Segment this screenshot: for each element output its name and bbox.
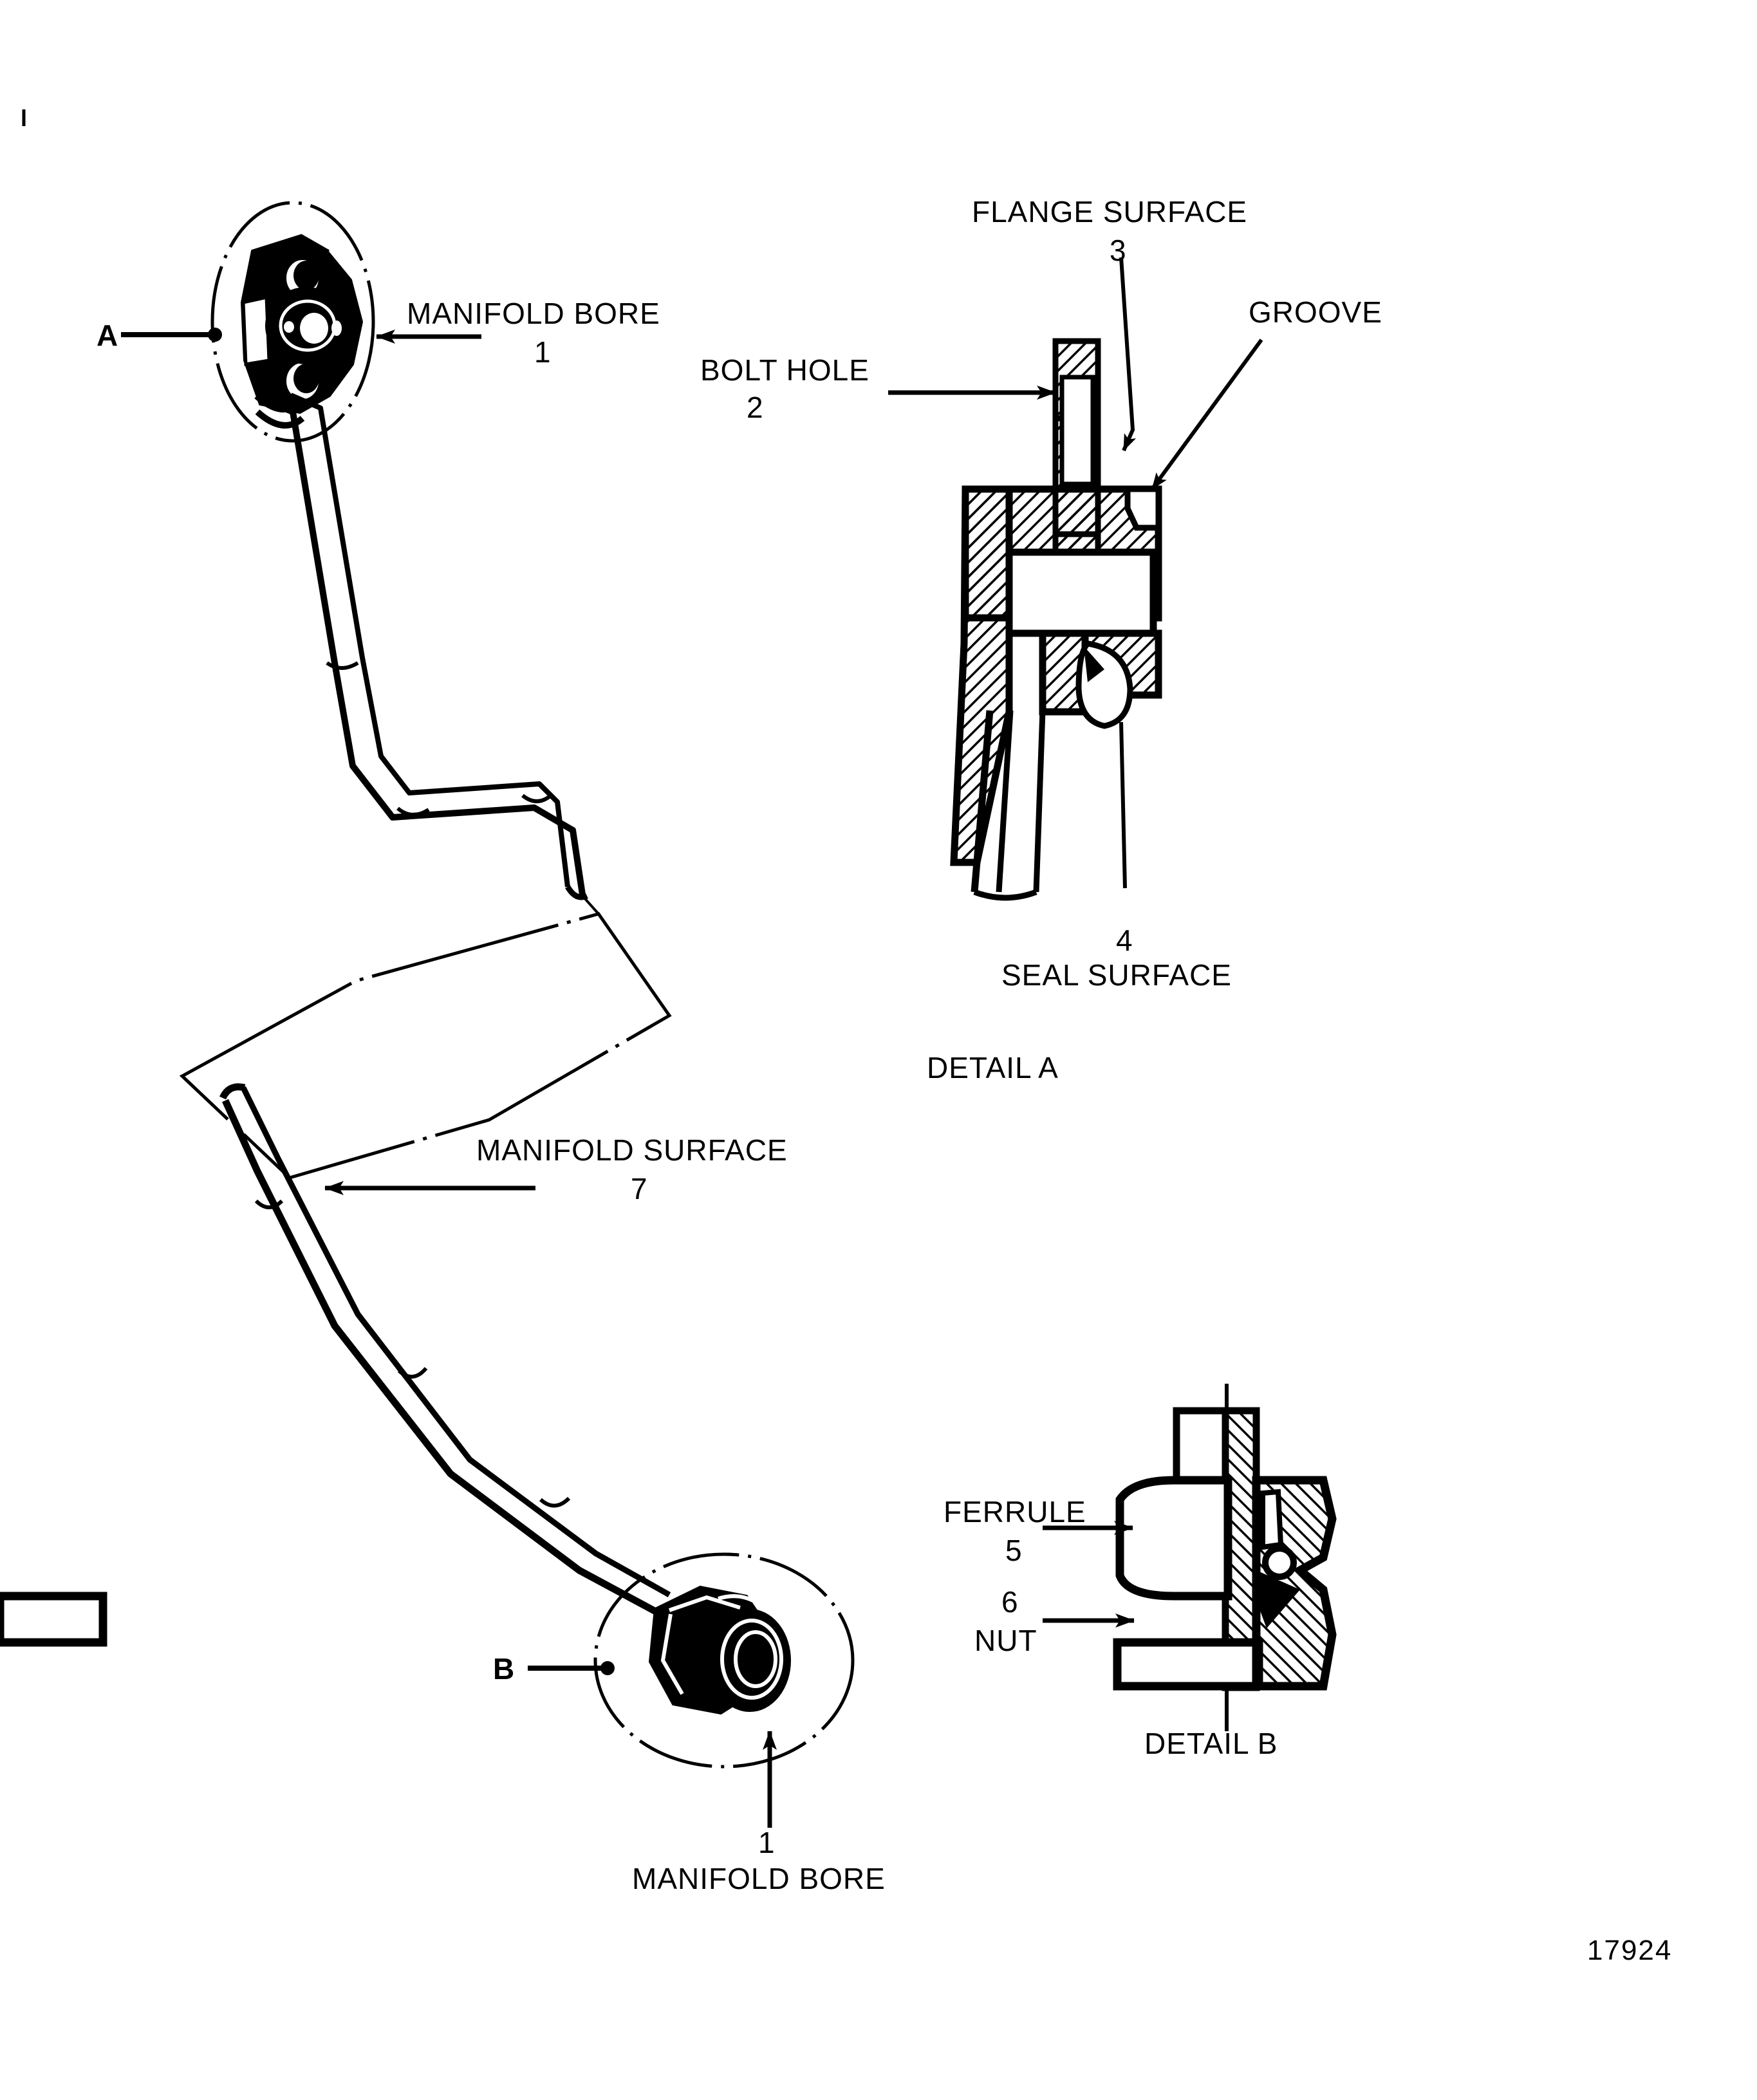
section-mark-b: B: [493, 1652, 516, 1686]
tube-collar-1: [255, 409, 305, 429]
tube-wall-inner: [996, 710, 1014, 893]
tube-lower-run: [219, 1083, 671, 1619]
manifold-bore-top-number: 1: [534, 335, 552, 369]
flange-bolt-hole-lower-fill: [293, 364, 319, 393]
tube-outer-edge-right: [221, 1099, 665, 1619]
manifold-bore-pin: [284, 321, 294, 333]
drawing-number: 17924: [1587, 1935, 1673, 1966]
manifold-bore-hole: [300, 313, 328, 344]
nut-body-b: [0, 1592, 107, 1647]
detail-circle-a: [210, 201, 375, 443]
tube-inner-edge-right: [240, 1086, 671, 1597]
flange-left-pad: [241, 295, 271, 366]
nut-hex-facet-1: [669, 1595, 741, 1612]
fitting-end-bore: [747, 1643, 769, 1675]
tube-inner-edge-left: [290, 393, 570, 887]
seal-surface-label: SEAL SURFACE: [1001, 958, 1232, 992]
tube-mark-6: [539, 1496, 571, 1508]
tube-mark-1: [326, 661, 359, 670]
tube-outer-edge-left: [261, 396, 586, 895]
nut-number: 6: [1001, 1585, 1019, 1619]
seal-surface-number: 4: [1116, 924, 1133, 957]
manifold-bore-notch: [331, 321, 342, 336]
tube-break-bottom: [973, 889, 1037, 901]
groove-pocket: [1124, 486, 1162, 531]
ferrule-label: FERRULE: [944, 1495, 1086, 1529]
detail-b-section-view: [0, 1384, 1337, 1731]
nut-hex-facet-2: [660, 1613, 684, 1695]
tube-mark-4: [254, 1199, 284, 1209]
manifold-bore-top-label: MANIFOLD BORE: [407, 297, 660, 330]
tube-cut-end-bottom: [219, 1083, 246, 1100]
ferrule-body: [1115, 1476, 1232, 1601]
tube-end-fitting-bottom: [593, 1552, 855, 1769]
flange-bolt-hole-upper-fill: [293, 261, 319, 290]
tube-wall-outer: [971, 710, 994, 893]
seat-shade-b: [1252, 1570, 1300, 1628]
manifold-bore-bottom-number: 1: [758, 1826, 776, 1859]
section-mark-a: A: [97, 319, 119, 352]
tube-mark-3: [521, 794, 552, 803]
leaders-main-view: [121, 328, 777, 1828]
manifold-surface-label: MANIFOLD SURFACE: [476, 1133, 788, 1167]
detail-b-title: DETAIL B: [1144, 1727, 1278, 1760]
nut-flange-b: [1113, 1638, 1263, 1691]
manifold-bore-bottom-label: MANIFOLD BORE: [632, 1862, 886, 1895]
bolt-hole-label: BOLT HOLE: [700, 353, 869, 387]
tube-collar-2: [254, 395, 302, 413]
fitting-end-ring-1: [720, 1619, 783, 1700]
detail-circle-b: [593, 1552, 855, 1769]
leader-seal-surface: [1119, 721, 1127, 889]
flange-surface-number: 3: [1110, 234, 1127, 267]
manifold-surface-number: 7: [631, 1172, 648, 1205]
detail-a-section-view: [888, 257, 1263, 901]
flange-surface-label: FLANGE SURFACE: [972, 195, 1248, 228]
flange-assembly-top: [210, 201, 375, 443]
tube-mark-2: [396, 806, 430, 817]
thread-relief-b: [1260, 1489, 1284, 1550]
tube-mark-5: [397, 1366, 428, 1379]
bore-cavity: [1005, 548, 1157, 637]
tube-upper-run: [254, 393, 600, 915]
leader-groove: [1150, 339, 1263, 490]
seal-bead-shade: [1084, 646, 1104, 682]
bolt-hole-number-left: 2: [747, 391, 764, 424]
detail-a-title: DETAIL A: [927, 1051, 1059, 1084]
leader-flange-surface: [1119, 257, 1137, 452]
tube-wall-inner-2: [1033, 710, 1046, 893]
groove-label: GROOVE: [1249, 295, 1382, 329]
ferrule-number: 5: [1005, 1534, 1023, 1567]
nut-label: NUT: [974, 1624, 1037, 1657]
oring-seat-b: [1262, 1545, 1297, 1580]
fitting-end-ring-2: [734, 1630, 777, 1688]
tube-cut-end-top: [565, 885, 588, 900]
